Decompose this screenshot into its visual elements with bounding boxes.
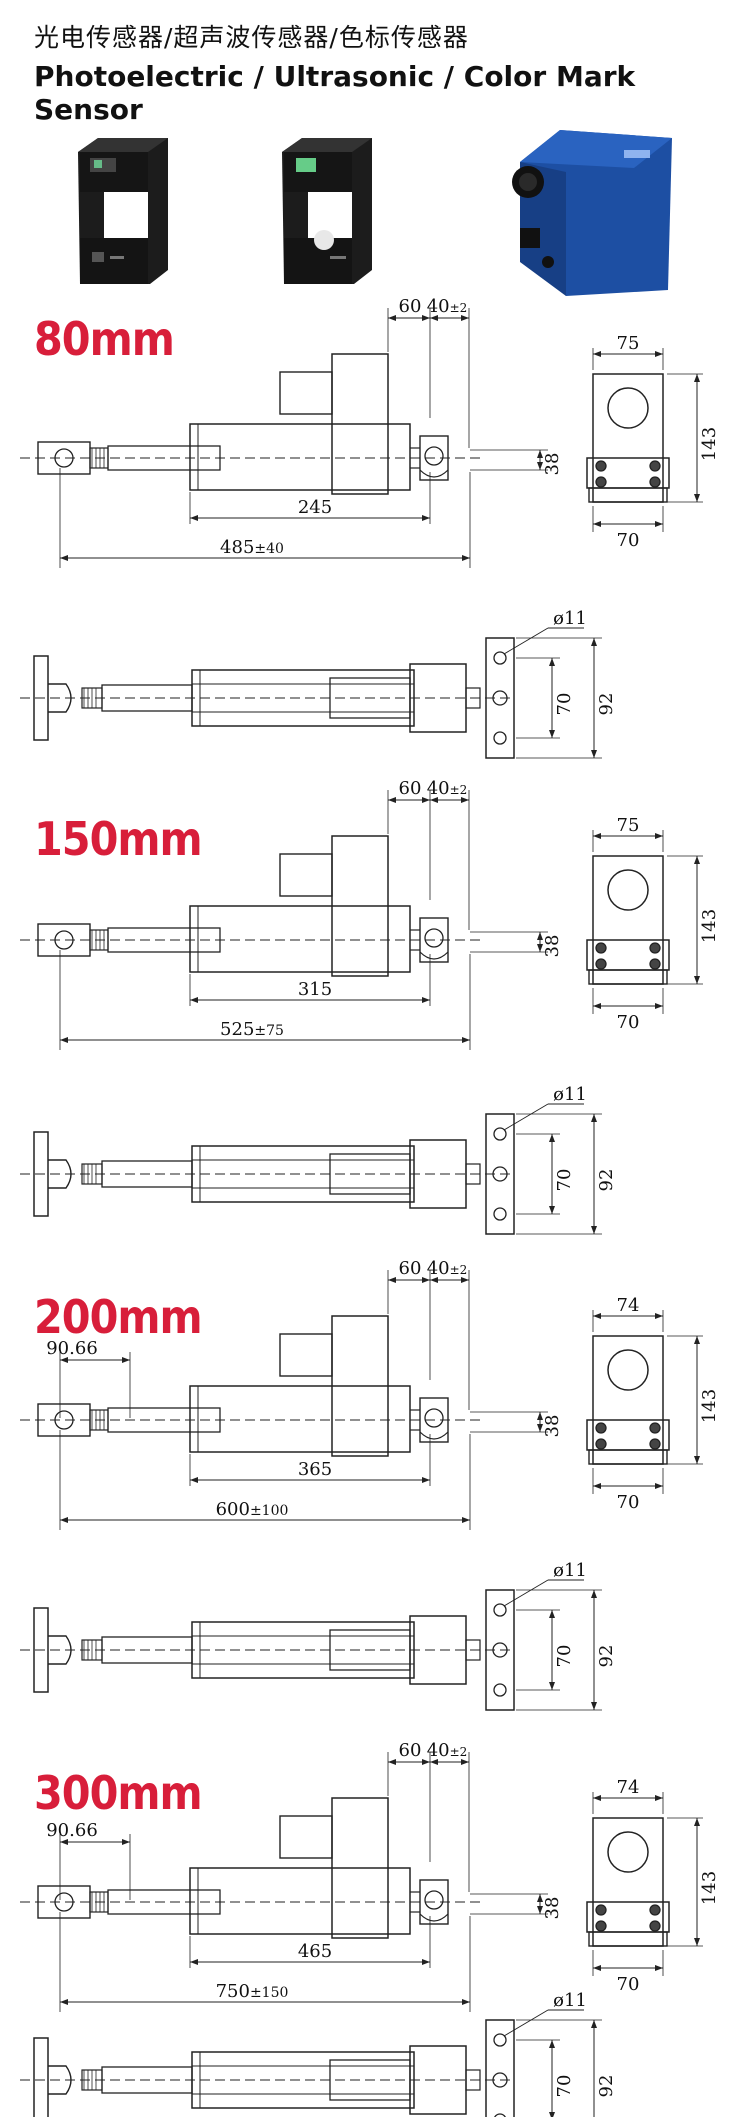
dim-width-top: 75 — [617, 333, 640, 354]
dim-clevis-38: 38 — [542, 935, 563, 958]
dim-hole-diameter: ø11 — [553, 608, 587, 629]
side-view-200mm: ø11 70 92 — [20, 1560, 617, 1711]
dim-height: 143 — [699, 427, 720, 461]
dim-overall-length: 485±40 — [220, 537, 284, 558]
title-chinese: 光电传感器/超声波传感器/色标传感器 — [34, 23, 469, 52]
side-view-300mm: ø11 70 92 — [20, 1990, 617, 2117]
photoelectric-sensor-icon — [78, 138, 168, 284]
dim-body-length: 315 — [298, 979, 332, 1000]
dim-hole-diameter: ø11 — [553, 1084, 587, 1105]
dim-base-width: 70 — [617, 1492, 640, 1513]
dim-clevis-38: 38 — [542, 453, 563, 476]
dim-motor-60: 60 — [399, 1258, 422, 1279]
dim-clevis-40: 40±2 — [427, 778, 468, 799]
dim-base-width: 70 — [617, 1012, 640, 1033]
dim-clevis-40: 40±2 — [427, 1258, 468, 1279]
dim-body-length: 465 — [298, 1941, 332, 1962]
dim-base-width: 70 — [617, 1974, 640, 1995]
dim-overall-length: 525±75 — [220, 1019, 284, 1040]
dim-motor-60: 60 — [399, 778, 422, 799]
dim-clevis-38: 38 — [542, 1415, 563, 1438]
color-mark-sensor-icon — [512, 130, 672, 296]
dim-motor-60: 60 — [399, 296, 422, 317]
side-view-80mm: ø11 70 92 — [20, 608, 617, 759]
dim-clevis-40: 40±2 — [427, 1740, 468, 1761]
dim-bracket-height: 92 — [596, 1169, 617, 1192]
dim-hole-spacing: 70 — [554, 693, 575, 716]
dim-height: 143 — [699, 1871, 720, 1905]
ultrasonic-sensor-icon — [282, 138, 372, 284]
title-english: Photoelectric / Ultrasonic / Color Mark … — [34, 60, 636, 126]
dim-width-top: 74 — [617, 1295, 640, 1316]
dim-bracket-height: 92 — [596, 1645, 617, 1668]
size-label-300mm: 300mm — [34, 1766, 203, 1820]
size-label-200mm: 200mm — [34, 1290, 203, 1344]
dim-body-length: 365 — [298, 1459, 332, 1480]
dim-width-top: 74 — [617, 1777, 640, 1798]
dim-height: 143 — [699, 909, 720, 943]
dim-rod-end: 90.66 — [46, 1820, 98, 1841]
dim-hole-diameter: ø11 — [553, 1990, 587, 2011]
dim-overall-length: 600±100 — [216, 1499, 289, 1520]
dim-overall-length: 750±150 — [216, 1981, 289, 2002]
size-label-150mm: 150mm — [34, 812, 203, 866]
dim-bracket-height: 92 — [596, 2075, 617, 2098]
dim-clevis-38: 38 — [542, 1897, 563, 1920]
dim-height: 143 — [699, 1389, 720, 1423]
dim-motor-60: 60 — [399, 1740, 422, 1761]
size-label-80mm: 80mm — [34, 312, 175, 366]
dim-clevis-40: 40±2 — [427, 296, 468, 317]
dim-width-top: 75 — [617, 815, 640, 836]
dim-base-width: 70 — [617, 530, 640, 551]
dim-rod-end: 90.66 — [46, 1338, 98, 1359]
side-view-150mm: ø11 70 92 — [20, 1084, 617, 1235]
dim-hole-spacing: 70 — [554, 1645, 575, 1668]
dim-bracket-height: 92 — [596, 693, 617, 716]
product-photos — [78, 130, 672, 296]
dim-hole-diameter: ø11 — [553, 1560, 587, 1581]
dim-hole-spacing: 70 — [554, 2075, 575, 2098]
dim-body-length: 245 — [298, 497, 332, 518]
dim-hole-spacing: 70 — [554, 1169, 575, 1192]
